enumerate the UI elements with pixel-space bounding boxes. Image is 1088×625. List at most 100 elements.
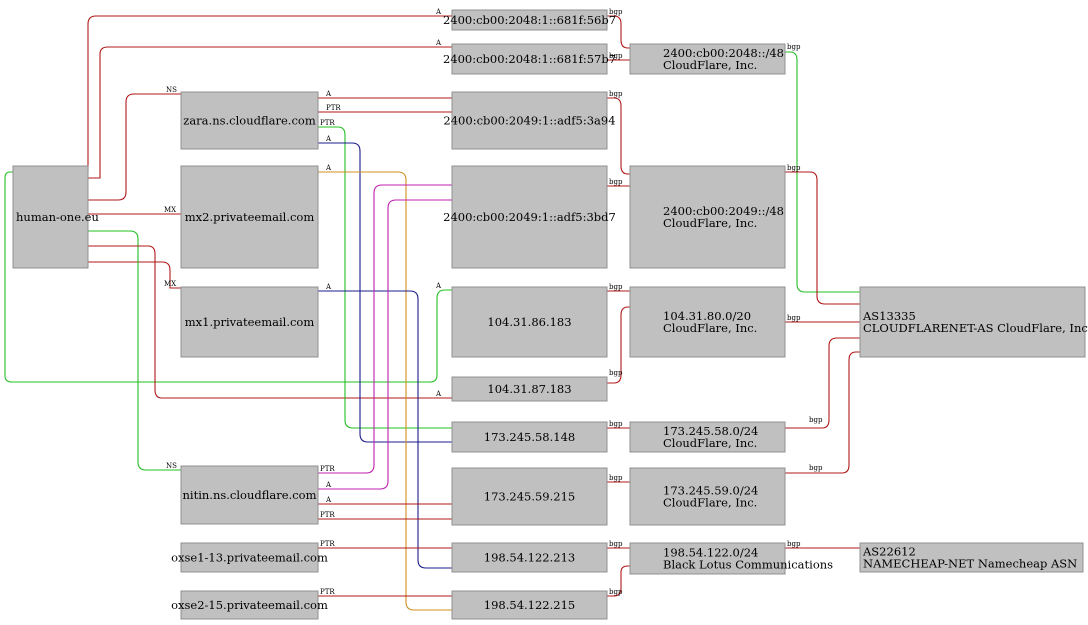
edge-label: A (435, 39, 442, 47)
node-box (629, 467, 786, 526)
edge-ip_59-pfx_59-bgp: bgp (607, 474, 630, 483)
edge-label: A (435, 282, 442, 290)
node-ip-58[interactable]: 173.245.58.148 (451, 421, 608, 453)
node-title: 2400:cb00:2048:1::681f:57b7 (443, 52, 616, 66)
edge-ip6_56b7-pfx_2048-bgp: bgp (607, 8, 630, 49)
edge-line (607, 565, 630, 597)
edge-label: bgp (787, 164, 801, 172)
node-subtitle: CloudFlare, Inc. (663, 321, 757, 335)
edge-label: A (325, 481, 332, 489)
edge-line (88, 230, 181, 471)
edge-nitin-ip6_3bd7-a: A (318, 199, 452, 490)
edge-label: bgp (787, 540, 801, 548)
node-title: mx2.privateemail.com (185, 210, 315, 224)
edge-label: bgp (609, 369, 623, 377)
node-title: 173.245.58.148 (484, 430, 575, 444)
edge-oxse2-ip_215-ptr: PTR (318, 588, 452, 597)
edge-label: bgp (609, 588, 623, 596)
node-box (451, 9, 608, 31)
edge-label: bgp (609, 52, 623, 60)
edge-label: NS (166, 86, 177, 94)
edge-line (88, 46, 452, 179)
node-title: 198.54.122.0/24 (663, 546, 758, 560)
node-subtitle: NAMECHEAP-NET Namecheap ASN (863, 557, 1077, 571)
node-box (629, 43, 786, 75)
edge-ip_58-pfx_58-bgp: bgp (607, 420, 630, 429)
node-ip-87[interactable]: 104.31.87.183 (451, 376, 608, 402)
edge-ip_87-pfx_104-bgp: bgp (607, 306, 630, 384)
edge-line (607, 306, 630, 384)
edge-label: MX (164, 206, 176, 214)
node-box (451, 43, 608, 75)
node-box (451, 286, 608, 358)
node-box (451, 542, 608, 573)
node-subtitle: Black Lotus Communications (663, 558, 833, 572)
node-title: nitin.ns.cloudflare.com (183, 488, 317, 502)
node-oxse1[interactable]: oxse1-13.privateemail.com (171, 542, 328, 573)
edge-zara-ip_58-ptr: PTR (318, 119, 452, 429)
edge-line (785, 337, 860, 429)
node-subtitle: CloudFlare, Inc. (663, 496, 757, 510)
edge-label: bgp (609, 540, 623, 548)
node-zara[interactable]: zara.ns.cloudflare.com (180, 91, 319, 150)
node-title: AS22612 (862, 545, 916, 559)
node-title: 2400:cb00:2049:1::adf5:3a94 (443, 114, 615, 128)
edge-label: A (325, 90, 332, 98)
node-box (859, 542, 1084, 573)
node-mx2[interactable]: mx2.privateemail.com (180, 165, 319, 269)
edge-label: bgp (609, 283, 623, 291)
node-mx1[interactable]: mx1.privateemail.com (180, 286, 319, 358)
node-ip6-57b7[interactable]: 2400:cb00:2048:1::681f:57b7 (443, 43, 616, 75)
node-subtitle: CLOUDFLARENET-AS CloudFlare, Inc. (863, 321, 1088, 335)
node-box (859, 286, 1086, 358)
nodes-layer: human-one.eu zara.ns.cloudflare.com mx2.pr… (12, 9, 1088, 620)
edge-ip6_3a94-pfx_2049-bgp: bgp (607, 90, 630, 175)
node-ip-213[interactable]: 198.54.122.213 (451, 542, 608, 573)
node-ip-86[interactable]: 104.31.86.183 (451, 286, 608, 358)
edge-nitin-ip6_3bd7-ptr: PTR (318, 184, 452, 474)
edge-pfx_59-as13335-bgp: bgp (785, 351, 860, 474)
node-title: human-one.eu (16, 210, 99, 224)
edge-label: bgp (609, 90, 623, 98)
node-title: zara.ns.cloudflare.com (183, 114, 316, 128)
node-box (629, 286, 786, 358)
node-ip6-3bd7[interactable]: 2400:cb00:2049:1::adf5:3bd7 (443, 165, 616, 269)
node-box (451, 376, 608, 402)
node-oxse2[interactable]: oxse2-15.privateemail.com (171, 590, 328, 620)
edge-line (88, 245, 452, 399)
node-title: 2400:cb00:2049:1::adf5:3bd7 (443, 210, 616, 224)
edge-human-ip6_57b7-a: A (88, 39, 452, 179)
edge-line (318, 199, 452, 490)
node-subtitle: CloudFlare, Inc. (663, 58, 757, 72)
edge-label: bgp (609, 178, 623, 186)
node-ip6-56b7[interactable]: 2400:cb00:2048:1::681f:56b7 (443, 9, 616, 31)
node-ip-59[interactable]: 173.245.59.215 (451, 467, 608, 526)
edge-nitin-ip_59-a: A (318, 496, 452, 505)
edge-line (607, 97, 630, 175)
edge-mx2-ip_215-a: A (318, 164, 452, 611)
node-box (451, 165, 608, 269)
edge-label: PTR (320, 540, 335, 548)
node-ip-215[interactable]: 198.54.122.215 (451, 590, 608, 620)
edge-human-mx1-mx: MX (88, 261, 181, 289)
edge-ip_213-pfx_198-bgp: bgp (607, 540, 630, 549)
edge-line (318, 126, 452, 429)
node-title: 2400:cb00:2049::/48 (663, 204, 784, 218)
edge-label: bgp (787, 43, 801, 51)
edge-zara-ip6_3a94-a: A (318, 90, 452, 99)
edge-human-zara-ns: NS (88, 86, 181, 201)
node-nitin[interactable]: nitin.ns.cloudflare.com (180, 465, 319, 525)
edge-zara-ip_58-a: A (318, 135, 452, 443)
node-ip6-3a94[interactable]: 2400:cb00:2049:1::adf5:3a94 (443, 91, 616, 150)
node-title: 2400:cb00:2048::/48 (663, 46, 784, 60)
node-human[interactable]: human-one.eu (12, 165, 99, 269)
edge-line (785, 171, 860, 305)
